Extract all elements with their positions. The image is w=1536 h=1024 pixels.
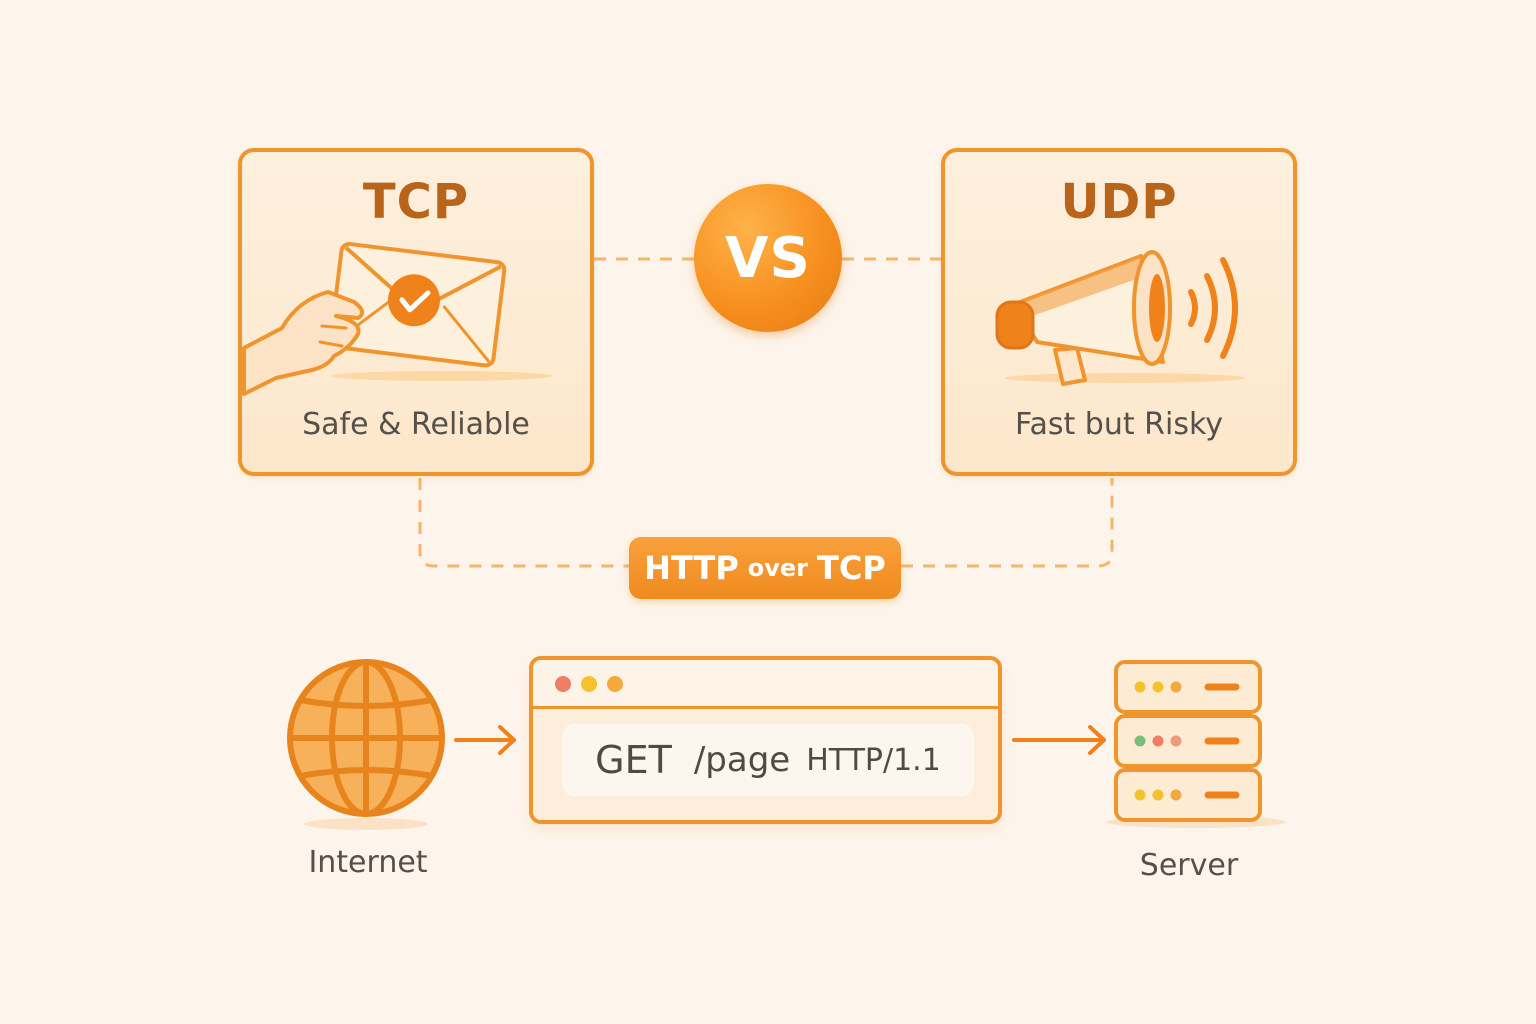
server-rack-icon bbox=[1106, 660, 1286, 828]
window-minimize-dot bbox=[581, 676, 597, 692]
udp-card: UDP Fast but Risky bbox=[941, 148, 1297, 476]
tcp-http-dashed-line bbox=[418, 478, 629, 568]
tcp-card: TCP Safe & Reliable bbox=[238, 148, 594, 476]
request-path: /page bbox=[693, 740, 791, 780]
request-version: HTTP/1.1 bbox=[806, 742, 941, 778]
internet-label: Internet bbox=[308, 845, 428, 880]
browser-title-bar bbox=[533, 660, 998, 709]
udp-http-dashed-line bbox=[901, 478, 1114, 568]
tcp-title: TCP bbox=[362, 174, 470, 230]
sound-waves-icon bbox=[1188, 257, 1238, 359]
http-request-line: GET /page HTTP/1.1 bbox=[562, 724, 974, 796]
udp-caption: Fast but Risky bbox=[1014, 407, 1224, 442]
request-method: GET bbox=[595, 738, 672, 782]
http-word: HTTP bbox=[644, 549, 739, 587]
window-maximize-dot bbox=[607, 676, 623, 692]
browser-window: GET /page HTTP/1.1 bbox=[529, 656, 1002, 824]
tcp-word: TCP bbox=[817, 549, 886, 587]
http-over-tcp-label: HTTP over TCP bbox=[629, 537, 901, 599]
udp-title: UDP bbox=[1060, 174, 1178, 230]
megaphone-icon bbox=[995, 250, 1245, 386]
hand-envelope-check-icon bbox=[242, 242, 552, 396]
arrow-right-icon bbox=[1012, 725, 1106, 755]
globe-icon bbox=[287, 659, 445, 830]
tcp-caption: Safe & Reliable bbox=[302, 407, 530, 442]
arrow-right-icon bbox=[454, 725, 516, 755]
over-word: over bbox=[747, 554, 809, 582]
vs-badge: VS bbox=[694, 184, 842, 332]
window-close-dot bbox=[555, 676, 571, 692]
server-label: Server bbox=[1139, 848, 1239, 883]
